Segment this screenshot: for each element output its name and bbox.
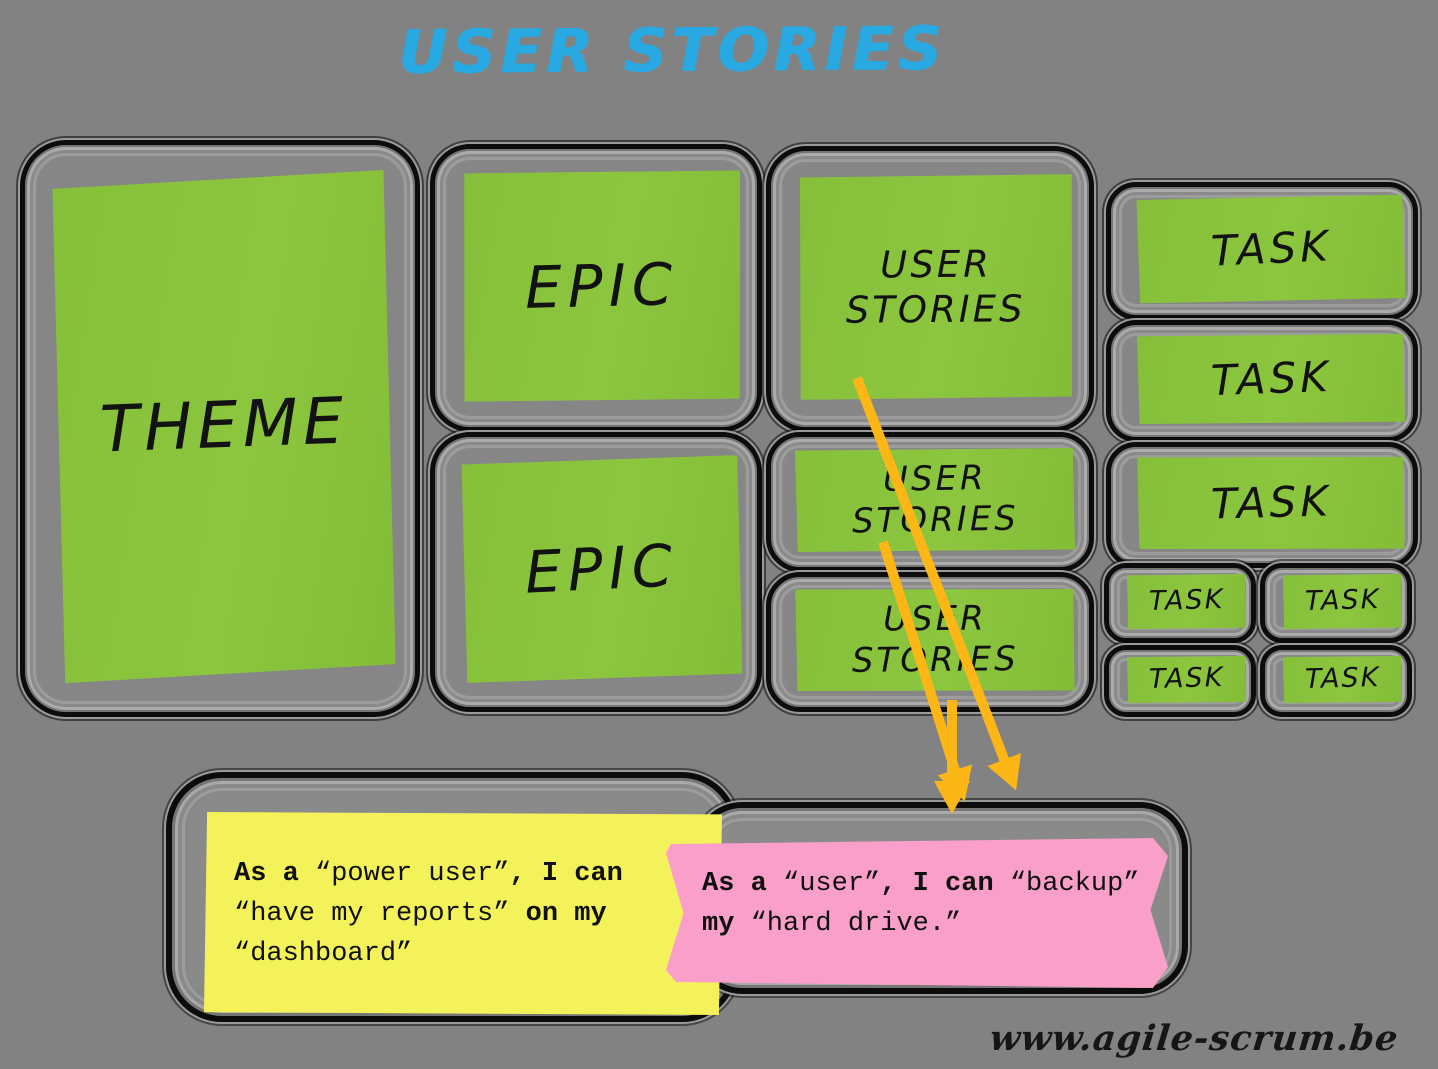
epic-card-2: EPIC: [430, 432, 762, 712]
arrow-head-icon: [987, 753, 1033, 797]
user-stories-label-line2: STORIES: [845, 287, 1026, 332]
task-label: TASK: [1209, 221, 1333, 277]
task-card-1: TASK: [1106, 182, 1418, 320]
watermark: www.agile-scrum.be: [987, 1018, 1401, 1059]
task-paper: TASK: [1283, 656, 1402, 703]
theme-paper: THEME: [52, 170, 396, 683]
task-label: TASK: [1304, 662, 1381, 696]
task-label: TASK: [1209, 352, 1333, 406]
task-card-small-4: TASK: [1260, 645, 1412, 717]
pink-note-text: As a “user”, I can “backup”my “hard driv…: [702, 869, 1140, 939]
task-paper: TASK: [1136, 195, 1405, 304]
arrow-story3-to-note: [934, 700, 970, 814]
user-stories-label-line1: USER: [880, 242, 993, 287]
yellow-sticky-note: As a “power user”, I can“have my reports…: [204, 812, 722, 1015]
user-stories-paper: USER STORIES: [795, 448, 1075, 552]
epic-paper: EPIC: [462, 168, 742, 405]
task-paper: TASK: [1137, 455, 1406, 551]
user-stories-paper: USER STORIES: [798, 172, 1074, 402]
user-stories-card-2: USER STORIES: [766, 432, 1094, 572]
task-paper: TASK: [1127, 574, 1246, 629]
task-paper: TASK: [1127, 656, 1246, 703]
task-label: TASK: [1148, 584, 1225, 618]
task-card-small-3: TASK: [1104, 645, 1256, 717]
pink-sticky-note: As a “user”, I can “backup”my “hard driv…: [666, 838, 1168, 988]
task-label: TASK: [1209, 476, 1333, 530]
page-title: USER STORIES: [397, 14, 947, 88]
epic-paper: EPIC: [461, 455, 742, 683]
task-card-small-1: TASK: [1104, 563, 1256, 643]
task-card-small-2: TASK: [1260, 563, 1412, 643]
epic-label: EPIC: [524, 249, 680, 322]
task-paper: TASK: [1137, 334, 1405, 424]
user-stories-card-1: USER STORIES: [766, 146, 1094, 432]
epic-card-1: EPIC: [430, 144, 762, 432]
yellow-note-text: As a “power user”, I can“have my reports…: [234, 859, 623, 969]
epic-label: EPIC: [523, 530, 681, 607]
arrow-head-icon: [934, 781, 970, 814]
task-card-2: TASK: [1106, 320, 1418, 442]
theme-card: THEME: [20, 140, 420, 717]
task-paper: TASK: [1283, 574, 1402, 629]
arrow-shaft: [947, 700, 957, 786]
theme-label: THEME: [98, 384, 350, 468]
task-label: TASK: [1148, 662, 1225, 696]
task-label: TASK: [1304, 584, 1381, 618]
task-card-3: TASK: [1106, 442, 1418, 568]
